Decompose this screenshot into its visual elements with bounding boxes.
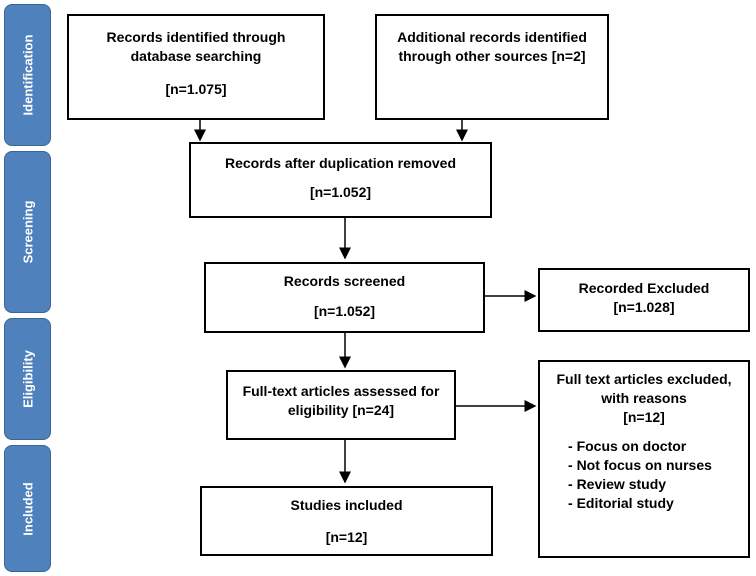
box-other-sources: Additional records identified through ot… bbox=[375, 14, 609, 120]
exclusion-reason: Editorial study bbox=[568, 494, 740, 513]
stage-identification: Identification bbox=[4, 4, 51, 146]
box-records-excluded: Recorded Excluded [n=1.028] bbox=[538, 268, 750, 332]
box-studies-included-text: Studies included bbox=[290, 497, 403, 513]
box-database-search: Records identified through database sear… bbox=[67, 14, 325, 120]
box-after-duplicates: Records after duplication removed [n=1.0… bbox=[189, 142, 492, 218]
stage-included: Included bbox=[4, 445, 51, 572]
box-database-search-count: [n=1.075] bbox=[165, 81, 227, 97]
box-records-screened: Records screened [n=1.052] bbox=[204, 262, 485, 333]
stage-screening: Screening bbox=[4, 151, 51, 313]
exclusion-reason: Focus on doctor bbox=[568, 437, 740, 456]
box-records-excluded-count: [n=1.028] bbox=[613, 299, 675, 315]
stage-eligibility: Eligibility bbox=[4, 318, 51, 440]
box-full-text-excluded-text: Full text articles excluded, with reason… bbox=[556, 371, 732, 406]
box-records-screened-text: Records screened bbox=[283, 273, 406, 289]
exclusion-reason: Not focus on nurses bbox=[568, 456, 740, 475]
box-full-text-assessed-text: Full-text articles assessed for eligibil… bbox=[242, 383, 440, 418]
box-after-duplicates-text: Records after duplication removed bbox=[224, 155, 457, 171]
box-studies-included: Studies included [n=12] bbox=[200, 486, 493, 556]
exclusion-reasons-list: Focus on doctor Not focus on nurses Revi… bbox=[548, 437, 740, 513]
box-records-screened-count: [n=1.052] bbox=[313, 303, 376, 319]
box-full-text-excluded-count: [n=12] bbox=[623, 409, 665, 425]
box-full-text-excluded: Full text articles excluded, with reason… bbox=[538, 360, 750, 558]
box-other-sources-text: Additional records identified through ot… bbox=[397, 29, 587, 64]
exclusion-reason: Review study bbox=[568, 475, 740, 494]
box-full-text-assessed: Full-text articles assessed for eligibil… bbox=[226, 370, 456, 440]
box-records-excluded-text: Recorded Excluded bbox=[578, 280, 710, 296]
box-studies-included-count: [n=12] bbox=[325, 529, 368, 545]
box-after-duplicates-count: [n=1.052] bbox=[309, 184, 372, 200]
box-database-search-text: Records identified through database sear… bbox=[106, 29, 286, 64]
